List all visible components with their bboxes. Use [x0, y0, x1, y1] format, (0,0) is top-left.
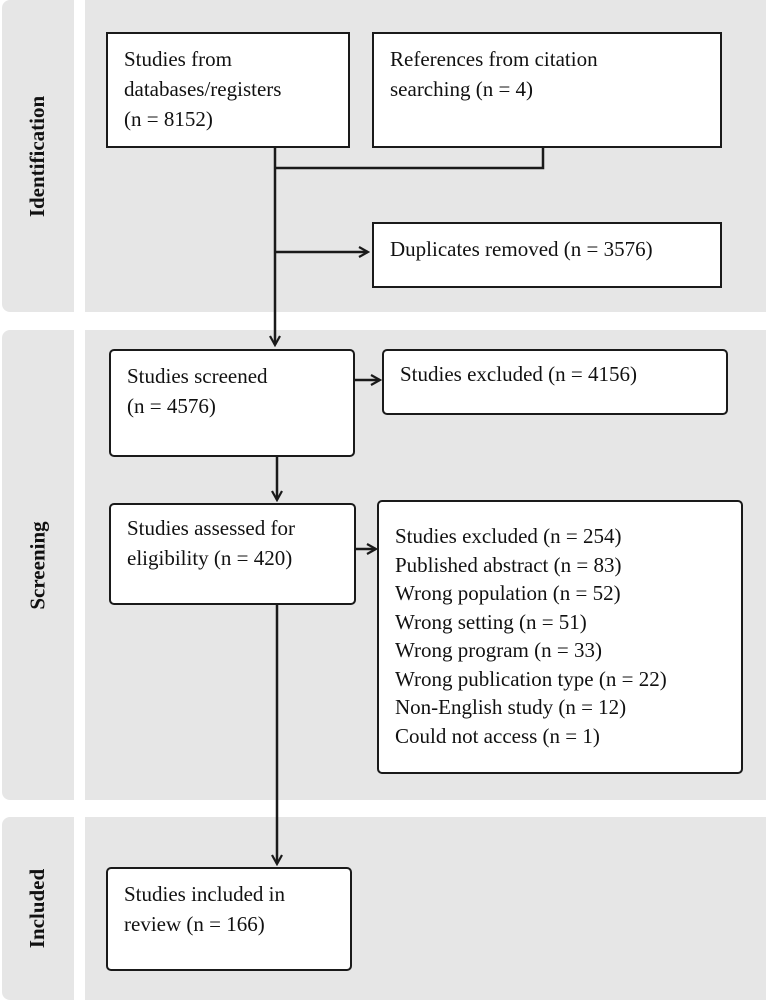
excluded-total: Studies excluded (n = 254)	[395, 524, 622, 548]
databases-line-2: databases/registers	[124, 77, 282, 101]
excluded-reason-non-english: Non-English study (n = 12)	[395, 695, 627, 719]
eligibility-line-1: Studies assessed for	[127, 516, 295, 540]
eligibility-excluded-box: Studies excluded (n = 254) Published abs…	[377, 500, 743, 774]
excluded-reason-wrong-publication-type: Wrong publication type (n = 22)	[395, 666, 667, 691]
excluded-reason-wrong-program: Wrong program (n = 33)	[395, 638, 602, 662]
databases-line-3: (n = 8152)	[124, 107, 213, 131]
eligibility-box: Studies assessed for eligibility (n = 42…	[109, 503, 356, 605]
screened-line-1: Studies screened	[127, 364, 268, 388]
excluded-reason-wrong-population: Wrong population (n = 52)	[395, 581, 621, 605]
excluded-reason-published-abstract: Published abstract (n = 83)	[395, 552, 622, 577]
citations-line-2: searching (n = 4)	[390, 77, 534, 101]
citations-merge-line	[275, 146, 545, 170]
duplicates-box: Duplicates removed (n = 3576)	[372, 222, 722, 288]
included-line-2: review (n = 166)	[124, 912, 265, 936]
screening-excluded-box: Studies excluded (n = 4156)	[382, 349, 728, 415]
citations-box: References from citation searching (n = …	[372, 32, 722, 148]
citations-line-1: References from citation	[390, 47, 598, 71]
duplicates-line-1: Duplicates removed (n = 3576)	[390, 237, 653, 261]
eligibility-line-2: eligibility (n = 420)	[127, 546, 293, 570]
included-phase-bar: Included	[2, 817, 74, 1000]
included-box: Studies included in review (n = 166)	[106, 867, 352, 971]
screening-phase-bar: Screening	[2, 330, 74, 800]
screened-line-2: (n = 4576)	[127, 394, 216, 418]
excluded-reason-wrong-setting: Wrong setting (n = 51)	[395, 609, 587, 634]
screened-box: Studies screened (n = 4576)	[109, 349, 355, 457]
screening-excluded-line-1: Studies excluded (n = 4156)	[400, 362, 637, 386]
identification-phase-bar: Identification	[2, 0, 74, 312]
included-line-1: Studies included in	[124, 882, 285, 906]
databases-line-1: Studies from	[124, 47, 232, 71]
excluded-reason-no-access: Could not access (n = 1)	[395, 723, 600, 748]
databases-box: Studies from databases/registers (n = 81…	[106, 32, 350, 148]
